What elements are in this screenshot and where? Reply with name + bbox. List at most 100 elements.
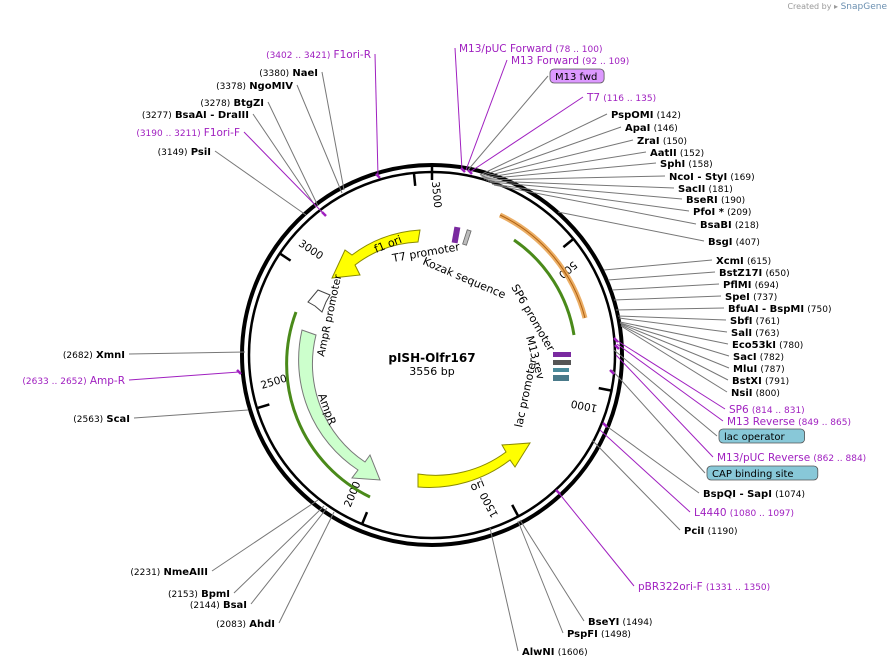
label-lac-promoter: lac promoter bbox=[512, 357, 539, 429]
leader-9 bbox=[133, 409, 249, 419]
site-label-saci[interactable]: SacI (782) bbox=[733, 352, 784, 363]
site-label-sacii[interactable]: SacII (181) bbox=[678, 184, 733, 195]
site-label-pcii[interactable]: PciI (1190) bbox=[684, 526, 738, 537]
leader-18 bbox=[479, 113, 608, 176]
site-label-m13-forward[interactable]: M13 Forward (92 .. 109) bbox=[511, 55, 629, 67]
site-label-pspfi[interactable]: PspFI (1498) bbox=[567, 629, 631, 640]
app-credit: Created by ▸ SnapGene bbox=[787, 2, 887, 12]
tick-label-3500: 3500 bbox=[429, 181, 444, 209]
site-label-m13-puc-reverse[interactable]: M13/pUC Reverse (862 .. 884) bbox=[717, 452, 866, 464]
tick-3000 bbox=[279, 252, 292, 262]
site-label-ahdi[interactable]: (2083) AhdI bbox=[216, 619, 275, 630]
feature-ampr-promoter[interactable] bbox=[307, 289, 331, 313]
feature-kozak-box[interactable] bbox=[462, 229, 472, 246]
feature-ampr[interactable] bbox=[298, 329, 381, 481]
site-label-nsii[interactable]: NsiI (800) bbox=[731, 388, 780, 399]
site-label-l4440[interactable]: L4440 (1080 .. 1097) bbox=[694, 507, 794, 519]
site-label-bspqi[interactable]: BspQI - SapI (1074) bbox=[703, 489, 805, 500]
site-label-pfoi-[interactable]: PfoI * (209) bbox=[693, 207, 751, 218]
site-label-nmeaiii[interactable]: (2231) NmeAIII bbox=[130, 567, 208, 578]
site-label-alwni[interactable]: AlwNI (1606) bbox=[522, 647, 588, 658]
site-label-m13-puc-forward[interactable]: M13/pUC Forward (78 .. 100) bbox=[459, 43, 603, 55]
leader-21 bbox=[482, 151, 647, 179]
site-label-btgzi[interactable]: (3278) BtgZI bbox=[200, 98, 264, 109]
leader-39 bbox=[620, 324, 729, 381]
primer-mark-3 bbox=[460, 167, 466, 173]
site-label-cap-binding-site[interactable]: CAP binding site bbox=[712, 469, 794, 480]
primer-mark-0 bbox=[375, 173, 381, 179]
site-label-pflmi[interactable]: PflMI (694) bbox=[723, 280, 779, 291]
site-label-sbfi[interactable]: SbfI (761) bbox=[730, 316, 780, 327]
site-label-ncoi[interactable]: NcoI - StyI (169) bbox=[669, 172, 755, 183]
site-label-bsabi[interactable]: BsaBI (218) bbox=[700, 220, 759, 231]
primer-mark-2 bbox=[236, 369, 242, 375]
plasmid-size: 3556 bp bbox=[409, 365, 454, 378]
feature-lacp-box[interactable] bbox=[553, 375, 569, 381]
site-label-bstxi[interactable]: BstXI (791) bbox=[732, 376, 789, 387]
leader-49 bbox=[557, 491, 635, 587]
site-label-bstz17i[interactable]: BstZ17I (650) bbox=[719, 268, 790, 279]
site-label-ngomiv[interactable]: (3378) NgoMIV bbox=[216, 81, 293, 92]
feature-t7-box[interactable] bbox=[451, 226, 461, 244]
tick-label-3000: 3000 bbox=[296, 238, 325, 263]
leader-30 bbox=[607, 271, 716, 281]
site-label-m13-fwd[interactable]: M13 fwd bbox=[555, 72, 597, 83]
site-label-naei[interactable]: (3380) NaeI bbox=[259, 68, 318, 79]
site-label-m13-reverse[interactable]: M13 Reverse (849 .. 865) bbox=[727, 416, 851, 428]
leader-25 bbox=[489, 181, 683, 200]
site-label-t7[interactable]: T7 (116 .. 135) bbox=[586, 92, 656, 104]
leader-45 bbox=[611, 369, 706, 474]
site-label-bpmi[interactable]: (2153) BpmI bbox=[168, 589, 230, 600]
tick-500 bbox=[562, 237, 575, 249]
site-label-pbr322ori-f[interactable]: pBR322ori-F (1331 .. 1350) bbox=[638, 581, 770, 593]
site-label-psii[interactable]: (3149) PsiI bbox=[158, 147, 211, 158]
leader-27 bbox=[493, 184, 697, 225]
site-label-amp-r[interactable]: (2633 .. 2652) Amp-R bbox=[22, 375, 125, 387]
site-label-f1ori-f[interactable]: (3190 .. 3211) F1ori-F bbox=[136, 127, 240, 139]
site-box-43 bbox=[718, 428, 805, 444]
leader-8 bbox=[128, 371, 240, 381]
site-label-bfuai[interactable]: BfuAI - BspMI (750) bbox=[728, 304, 831, 315]
site-label-sphi[interactable]: SphI (158) bbox=[660, 159, 713, 170]
feature-m13-box[interactable] bbox=[553, 360, 571, 365]
leader-36 bbox=[619, 321, 729, 345]
site-label-xmni[interactable]: (2682) XmnI bbox=[63, 350, 125, 361]
arc-sp6-green bbox=[513, 238, 576, 336]
leader-24 bbox=[487, 180, 675, 189]
site-label-sp6[interactable]: SP6 (814 .. 831) bbox=[729, 404, 805, 416]
site-label-zrai[interactable]: ZraI (150) bbox=[637, 136, 687, 147]
label-ori: ori bbox=[468, 476, 486, 493]
label-ampr-promoter: AmpR promoter bbox=[315, 273, 344, 358]
feature-lac-box[interactable] bbox=[553, 368, 569, 372]
site-label-spei[interactable]: SpeI (737) bbox=[725, 292, 777, 303]
site-label-sali[interactable]: SalI (763) bbox=[731, 328, 780, 339]
leader-35 bbox=[618, 317, 728, 333]
site-label-mlui[interactable]: MluI (787) bbox=[733, 364, 785, 375]
feature-ori[interactable] bbox=[417, 442, 531, 488]
feature-sp6-box[interactable] bbox=[553, 352, 571, 357]
site-label-eco53ki[interactable]: Eco53kI (780) bbox=[732, 340, 803, 351]
site-box-16 bbox=[549, 68, 605, 84]
site-label-apai[interactable]: ApaI (146) bbox=[625, 123, 678, 134]
leader-37 bbox=[619, 322, 730, 357]
primer-mark-7 bbox=[609, 369, 615, 375]
site-label-aatii[interactable]: AatII (152) bbox=[650, 148, 704, 159]
leader-2 bbox=[296, 84, 343, 194]
site-label-scai[interactable]: (2563) ScaI bbox=[73, 414, 130, 425]
site-label-lac-operator[interactable]: lac operator bbox=[724, 432, 785, 443]
leader-31 bbox=[611, 283, 720, 291]
site-label-f1ori-r[interactable]: (3402 .. 3421) F1ori-R bbox=[266, 49, 371, 61]
site-label-bseri[interactable]: BseRI (190) bbox=[686, 195, 745, 206]
leader-28 bbox=[557, 211, 705, 242]
site-label-pspomi[interactable]: PspOMI (142) bbox=[611, 110, 681, 121]
site-label-bsaai[interactable]: (3277) BsaAI - DraIII bbox=[142, 110, 249, 121]
leader-15 bbox=[465, 59, 508, 171]
site-label-xcmi[interactable]: XcmI (615) bbox=[716, 256, 771, 267]
site-label-bsai[interactable]: (2144) BsaI bbox=[190, 600, 247, 611]
site-label-bsgi[interactable]: BsgI (407) bbox=[708, 237, 760, 248]
feature-f1-ori[interactable] bbox=[331, 229, 421, 279]
leader-12 bbox=[250, 507, 328, 605]
site-label-bseyi[interactable]: BseYI (1494) bbox=[588, 617, 652, 628]
